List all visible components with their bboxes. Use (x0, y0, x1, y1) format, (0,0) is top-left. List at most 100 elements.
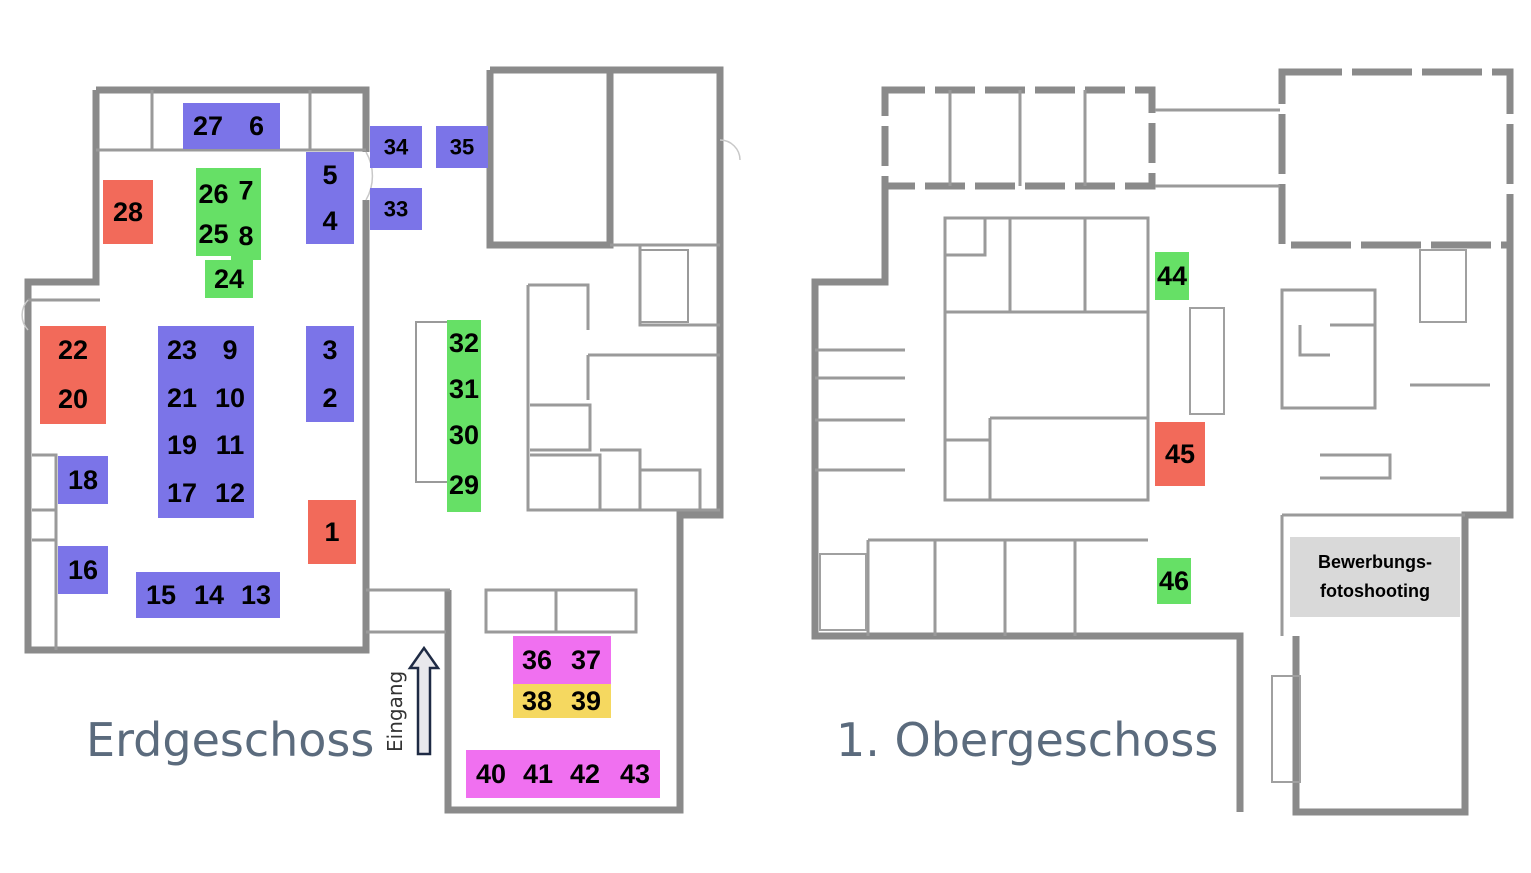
booth-33[interactable]: 33 (370, 188, 422, 230)
booth-22[interactable]: 22 (40, 326, 106, 374)
booth-15-area (136, 572, 186, 618)
booth-25[interactable]: 25 (196, 212, 231, 256)
booth-7-number: 7 (238, 176, 253, 206)
booth-13-number: 13 (241, 580, 271, 610)
booth-8-area (231, 212, 261, 260)
booth-12[interactable]: 12 (206, 468, 254, 518)
booth-5-area (306, 152, 354, 198)
booth-7[interactable]: 7 (231, 168, 261, 213)
booth-45-number: 45 (1165, 439, 1195, 469)
booth-35-number: 35 (450, 135, 474, 160)
booth-12-number: 12 (215, 478, 245, 508)
booth-39[interactable]: 39 (561, 684, 611, 718)
booth-18[interactable]: 18 (58, 456, 108, 504)
booth-1-number: 1 (324, 517, 339, 547)
booth-23[interactable]: 23 (158, 326, 206, 374)
booth-34[interactable]: 34 (370, 126, 422, 168)
booth-29-number: 29 (449, 470, 479, 500)
booth-24-number: 24 (214, 264, 244, 294)
photo-label-line2: fotoshooting (1320, 581, 1430, 601)
booth-36-number: 36 (522, 645, 552, 675)
booth-22-number: 22 (58, 335, 88, 365)
booth-15-number: 15 (146, 580, 176, 610)
booth-25-number: 25 (198, 219, 228, 249)
booth-37-number: 37 (571, 645, 601, 675)
booth-25-area (196, 212, 231, 256)
booth-31[interactable]: 31 (447, 366, 481, 412)
booth-1[interactable]: 1 (308, 500, 356, 564)
booth-2-number: 2 (322, 383, 337, 413)
booth-27-number: 27 (193, 111, 223, 141)
booth-8[interactable]: 8 (231, 212, 261, 260)
booth-15[interactable]: 15 (136, 572, 186, 618)
booth-46-number: 46 (1159, 566, 1189, 596)
booth-19-number: 19 (167, 430, 197, 460)
booth-36-area (513, 636, 561, 684)
booth-29[interactable]: 29 (447, 458, 481, 512)
booth-9[interactable]: 9 (206, 326, 254, 374)
booth-6[interactable]: 6 (233, 103, 280, 149)
booth-21[interactable]: 21 (158, 374, 206, 422)
booth-28[interactable]: 28 (103, 180, 153, 244)
booth-42-number: 42 (570, 759, 600, 789)
booth-17[interactable]: 17 (158, 468, 206, 518)
booth-26-area (196, 168, 231, 220)
booth-45[interactable]: 45 (1155, 422, 1205, 486)
booth-22-area (40, 326, 106, 374)
booth-17-number: 17 (167, 478, 197, 508)
booth-11-area (206, 422, 254, 468)
booth-2[interactable]: 2 (306, 374, 354, 422)
booth-24-area (205, 260, 253, 298)
booth-3-area (306, 326, 354, 374)
booth-11[interactable]: 11 (206, 422, 254, 468)
booth-5[interactable]: 5 (306, 152, 354, 198)
booth-46[interactable]: 46 (1157, 558, 1191, 604)
booth-16[interactable]: 16 (58, 546, 108, 594)
booth-44-area (1155, 252, 1189, 300)
booth-23-area (158, 326, 206, 374)
booth-45-area (1155, 422, 1205, 486)
booth-30-area (447, 412, 481, 458)
booth-38[interactable]: 38 (513, 684, 561, 718)
booth-43[interactable]: 43 (610, 750, 660, 798)
booth-16-area (58, 546, 108, 594)
booth-9-area (206, 326, 254, 374)
booth-40[interactable]: 40 (466, 750, 516, 798)
photo-shooting-area[interactable]: Bewerbungs- fotoshooting (1290, 537, 1460, 617)
booth-40-area (466, 750, 516, 798)
booth-20-number: 20 (58, 384, 88, 414)
booth-24[interactable]: 24 (205, 260, 253, 298)
booth-28-number: 28 (113, 197, 143, 227)
booth-38-area (513, 684, 561, 718)
booth-30[interactable]: 30 (447, 412, 481, 458)
photo-label-line1: Bewerbungs- (1318, 552, 1432, 572)
booth-42[interactable]: 42 (560, 750, 610, 798)
booth-14[interactable]: 14 (186, 572, 232, 618)
booth-19[interactable]: 19 (158, 422, 206, 468)
booth-27[interactable]: 27 (183, 103, 233, 149)
booth-35[interactable]: 35 (436, 126, 488, 168)
booth-13[interactable]: 13 (232, 572, 280, 618)
booth-10[interactable]: 10 (206, 374, 254, 422)
booth-39-number: 39 (571, 686, 601, 716)
booth-32[interactable]: 32 (447, 320, 481, 366)
booth-14-area (186, 572, 232, 618)
booth-26[interactable]: 26 (196, 168, 231, 220)
floor-title-erdgeschoss: Erdgeschoss (86, 713, 374, 767)
booth-44[interactable]: 44 (1155, 252, 1189, 300)
booth-36[interactable]: 36 (513, 636, 561, 684)
booth-20[interactable]: 20 (40, 374, 106, 424)
booth-21-number: 21 (167, 383, 197, 413)
booth-31-number: 31 (449, 374, 479, 404)
booth-4[interactable]: 4 (306, 198, 354, 244)
booth-37[interactable]: 37 (561, 636, 611, 684)
booth-41[interactable]: 41 (516, 750, 560, 798)
booth-34-number: 34 (384, 135, 409, 160)
booth-46-area (1157, 558, 1191, 604)
up-arrow-icon (407, 645, 441, 756)
entrance-marker[interactable]: Eingang (383, 645, 441, 756)
booth-3[interactable]: 3 (306, 326, 354, 374)
booth-35-area (436, 126, 488, 168)
